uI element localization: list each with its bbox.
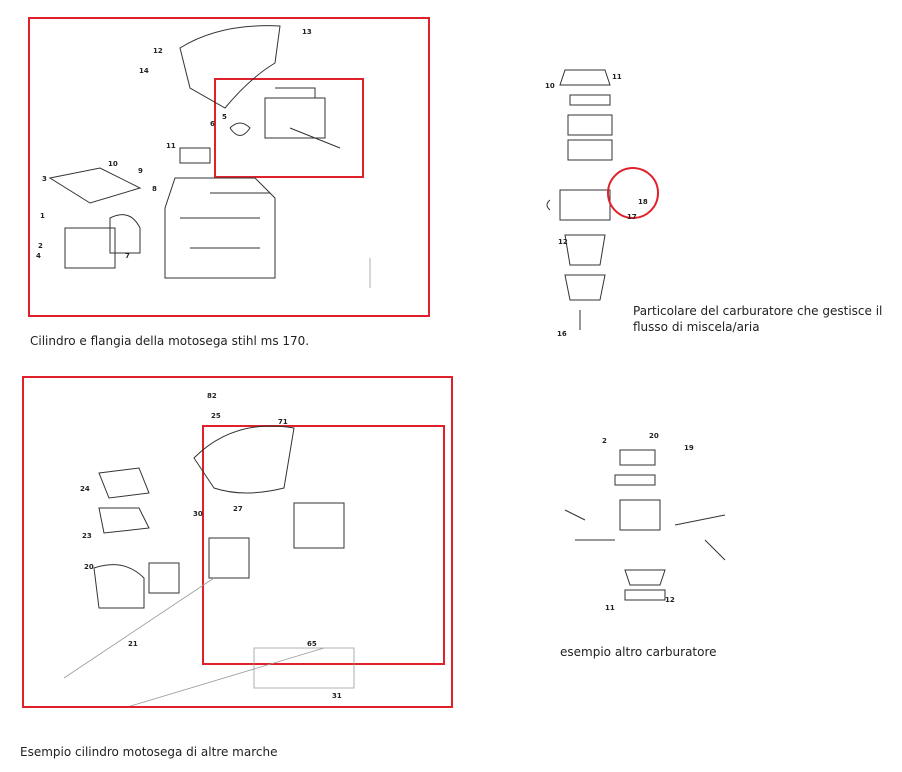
part-label: 13	[302, 28, 312, 36]
part-label: 17	[627, 213, 637, 221]
part-label: 8	[152, 185, 157, 193]
highlight-box-outer-1	[28, 17, 430, 317]
part-label: 31	[332, 692, 342, 700]
part-label: 20	[84, 563, 94, 571]
part-label: 12	[558, 238, 568, 246]
part-label: 24	[80, 485, 90, 493]
highlight-circle	[607, 167, 659, 219]
part-label: 2	[602, 437, 607, 445]
part-label: 5	[222, 113, 227, 121]
part-label: 4	[36, 252, 41, 260]
part-label: 2	[38, 242, 43, 250]
part-label: 82	[207, 392, 217, 400]
caption-carburetor: Particolare del carburatore che gestisce…	[633, 304, 883, 334]
part-label: 19	[684, 444, 694, 452]
caption-other-carburetor: esempio altro carburatore	[560, 645, 717, 659]
part-label: 71	[278, 418, 288, 426]
part-label: 16	[557, 330, 567, 338]
caption-other-brands: Esempio cilindro motosega di altre march…	[20, 745, 278, 759]
part-label: 21	[128, 640, 138, 648]
part-label: 14	[139, 67, 149, 75]
part-label: 65	[307, 640, 317, 648]
carburetor-exploded-diagram	[546, 69, 613, 330]
part-label: 10	[545, 82, 555, 90]
part-label: 10	[108, 160, 118, 168]
other-carburetor-diagram	[564, 449, 726, 601]
part-label: 6	[210, 120, 215, 128]
part-label: 20	[649, 432, 659, 440]
part-label: 18	[638, 198, 648, 206]
part-label: 12	[665, 596, 675, 604]
caption-stihl: Cilindro e flangia della motosega stihl …	[30, 334, 310, 348]
part-label: 7	[125, 252, 130, 260]
part-label: 23	[82, 532, 92, 540]
part-label: 11	[612, 73, 622, 81]
part-label: 11	[605, 604, 615, 612]
part-label: 25	[211, 412, 221, 420]
highlight-box-cylinder-1	[214, 78, 364, 178]
part-label: 12	[153, 47, 163, 55]
part-label: 30	[193, 510, 203, 518]
part-label: 27	[233, 505, 243, 513]
highlight-box-cylinder-2	[202, 425, 445, 665]
part-label: 3	[42, 175, 47, 183]
highlight-box-outer-2	[22, 376, 453, 708]
other-brand-exploded-diagram	[63, 425, 355, 706]
stihl-exploded-diagram	[48, 25, 371, 288]
part-label: 9	[138, 167, 143, 175]
part-label: 11	[166, 142, 176, 150]
part-label: 1	[40, 212, 45, 220]
